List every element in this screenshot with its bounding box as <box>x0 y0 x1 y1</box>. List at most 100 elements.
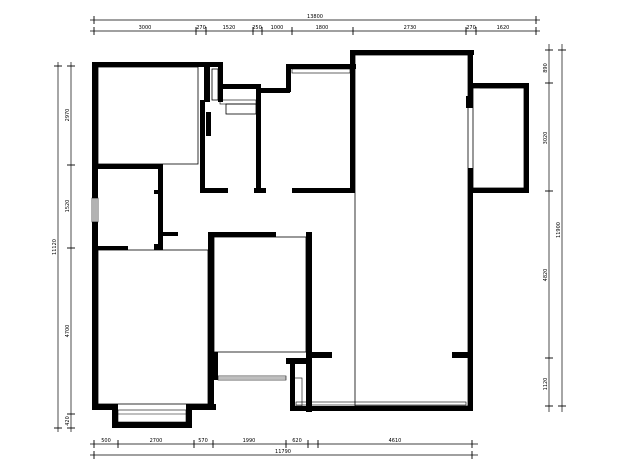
top-segment-label: 3000 <box>139 25 152 31</box>
top-segment-label: 250 <box>252 25 262 31</box>
wall <box>218 62 223 102</box>
top-segment-label: 2730 <box>404 25 417 31</box>
wall <box>452 352 469 358</box>
bottom-segment-ticks <box>93 440 473 448</box>
top-segment-label: 270 <box>196 25 206 31</box>
wall <box>214 352 218 380</box>
bottom-segment-label: 500 <box>101 438 111 444</box>
left-segment-label: 1520 <box>65 200 71 213</box>
wall <box>208 232 276 237</box>
right-segment-label: 1120 <box>543 378 549 391</box>
bottom-segment-label: 1990 <box>243 438 256 444</box>
bottom-overall-label: 11790 <box>275 449 291 455</box>
top-overall-label: 13800 <box>307 14 323 20</box>
window <box>293 377 303 407</box>
wall <box>350 50 355 192</box>
window <box>91 197 99 223</box>
room-balcony <box>472 87 525 189</box>
wall <box>186 404 192 428</box>
wall <box>154 244 163 250</box>
wall <box>524 83 529 193</box>
wall <box>112 422 192 428</box>
left-segment-ticks <box>67 65 75 429</box>
top-segment-ticks <box>93 27 537 35</box>
right-segment-label: 3020 <box>543 132 549 145</box>
window <box>295 401 467 406</box>
interior-walls <box>98 96 473 412</box>
wall <box>92 222 98 410</box>
wall <box>98 164 162 169</box>
wall <box>472 83 528 88</box>
bottom-segment-label: 620 <box>292 438 302 444</box>
wall <box>98 246 128 250</box>
top-segment-label: 1620 <box>497 25 510 31</box>
room-bathroom-fixture <box>225 103 257 115</box>
wall <box>468 168 473 410</box>
room-living <box>354 54 469 407</box>
wall <box>254 188 266 193</box>
wall <box>256 104 261 192</box>
wall <box>204 62 222 67</box>
wall <box>204 62 210 102</box>
wall <box>468 50 473 100</box>
top-segment-label: 270 <box>466 25 476 31</box>
wall <box>158 232 178 236</box>
exterior-walls <box>92 50 529 428</box>
wall <box>200 188 228 193</box>
wall <box>208 232 214 410</box>
top-segment-label: 1800 <box>316 25 329 31</box>
room-outlines <box>97 54 525 407</box>
left-segment-label: 420 <box>65 416 71 426</box>
wall <box>306 232 312 412</box>
room-bedroom-bottom-left <box>97 249 209 405</box>
right-dimension-chain: 890 3020 4820 1120 11900 <box>543 44 566 412</box>
wall <box>112 404 118 428</box>
left-segment-label: 4700 <box>65 325 71 338</box>
wall <box>158 164 163 250</box>
left-dimension-chain: 11120 2970 1520 4700 420 <box>52 62 75 432</box>
wall <box>256 84 261 104</box>
windows <box>91 51 511 423</box>
bottom-segment-label: 570 <box>198 438 208 444</box>
wall <box>92 404 118 410</box>
left-overall-label: 11120 <box>52 239 58 255</box>
room-bedroom-middle <box>213 236 307 353</box>
wall <box>218 84 260 89</box>
room-bedroom-top-left <box>97 66 199 165</box>
wall <box>472 188 529 193</box>
wall <box>290 406 473 411</box>
window <box>291 68 351 74</box>
top-dimension-chain: 13800 3000 270 1520 250 1000 1800 2730 2… <box>90 14 540 35</box>
window <box>219 99 257 105</box>
right-overall-label: 11900 <box>556 222 562 238</box>
wall <box>186 404 216 410</box>
top-segment-label: 1520 <box>223 25 236 31</box>
right-segment-label: 890 <box>543 63 549 73</box>
bottom-segment-label: 2700 <box>150 438 163 444</box>
wall <box>286 358 306 364</box>
wall <box>466 96 473 108</box>
wall <box>286 64 356 69</box>
bottom-segment-label: 4610 <box>389 438 402 444</box>
top-segment-label: 1000 <box>271 25 284 31</box>
right-segment-label: 4820 <box>543 269 549 282</box>
bottom-dimension-chain: 500 2700 570 1990 620 4610 11790 <box>90 438 478 459</box>
wall <box>286 64 291 92</box>
wall <box>292 188 355 193</box>
wall <box>206 112 211 136</box>
right-segment-ticks <box>545 49 553 407</box>
window <box>355 51 467 55</box>
window <box>117 62 165 67</box>
wall <box>312 352 332 358</box>
wall <box>92 62 98 198</box>
wall <box>200 100 205 192</box>
wall <box>290 364 295 411</box>
wall <box>154 190 163 194</box>
wall <box>256 88 290 93</box>
window <box>117 409 187 423</box>
room-shaft <box>211 68 219 101</box>
wall <box>92 62 204 67</box>
wall <box>350 50 474 55</box>
left-segment-label: 2970 <box>65 109 71 122</box>
